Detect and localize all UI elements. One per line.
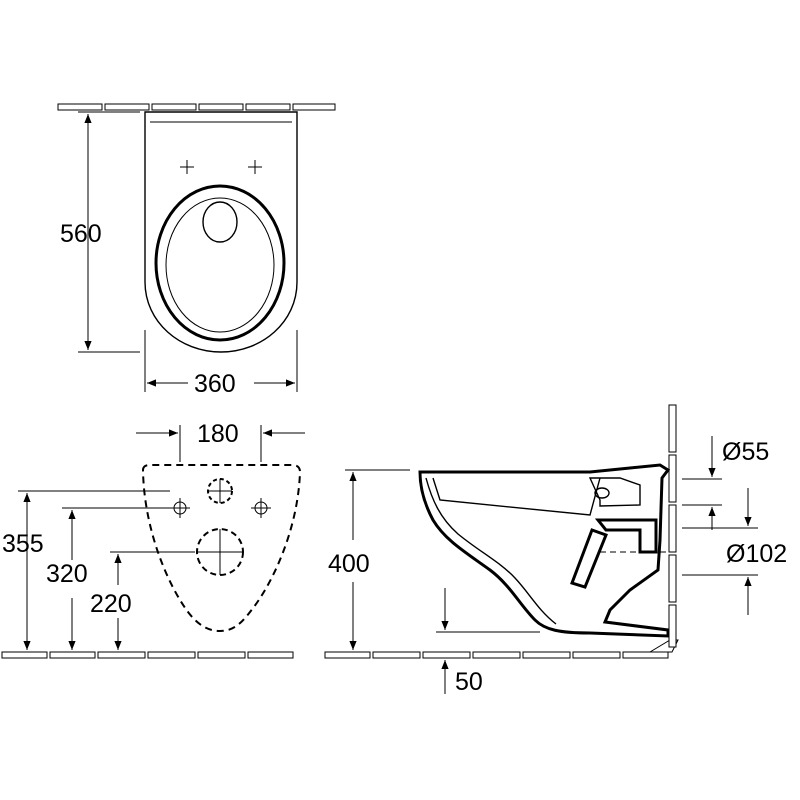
label-fixing-height-upper: 355 [2, 530, 44, 558]
wall-segments [668, 404, 677, 648]
dim-fixing-spacing: 180 [136, 420, 305, 462]
label-fixing-spacing: 180 [197, 420, 239, 448]
front-bowl-dashed-outline [141, 464, 302, 633]
label-rim-height: 400 [328, 550, 370, 578]
seat-fixing-marks [180, 160, 262, 174]
side-bowl [418, 463, 671, 638]
dim-floor-offset: 50 [436, 588, 540, 696]
toilet-seat [154, 184, 286, 342]
dim-rim-height: 400 [328, 469, 410, 650]
dim-depth: 560 [60, 111, 140, 353]
dim-inlet: Ø55 [682, 436, 769, 530]
label-waste-height: 220 [90, 590, 132, 618]
front-view: 180 355 320 220 [1, 420, 305, 659]
side-view: 400 50 Ø55 Ø102 [324, 404, 787, 696]
label-fixing-height-lower: 320 [46, 560, 88, 588]
dim-fixing-heights: 355 320 220 [2, 490, 195, 650]
label-inlet-diameter: Ø55 [722, 438, 769, 466]
seat-fixing-holes [170, 478, 271, 518]
label-outlet-diameter: Ø102 [726, 540, 787, 568]
top-wall-segments [57, 103, 336, 111]
front-floor-segments [1, 651, 294, 659]
label-depth: 560 [60, 220, 102, 248]
label-width: 360 [194, 370, 236, 398]
label-floor-offset: 50 [455, 668, 483, 696]
waste-outlet [196, 528, 244, 576]
dim-outlet: Ø102 [600, 488, 787, 615]
top-view: 560 360 [57, 103, 336, 398]
side-floor-segments [324, 639, 679, 659]
dim-width: 360 [144, 330, 298, 398]
top-bowl-outline [144, 111, 298, 353]
